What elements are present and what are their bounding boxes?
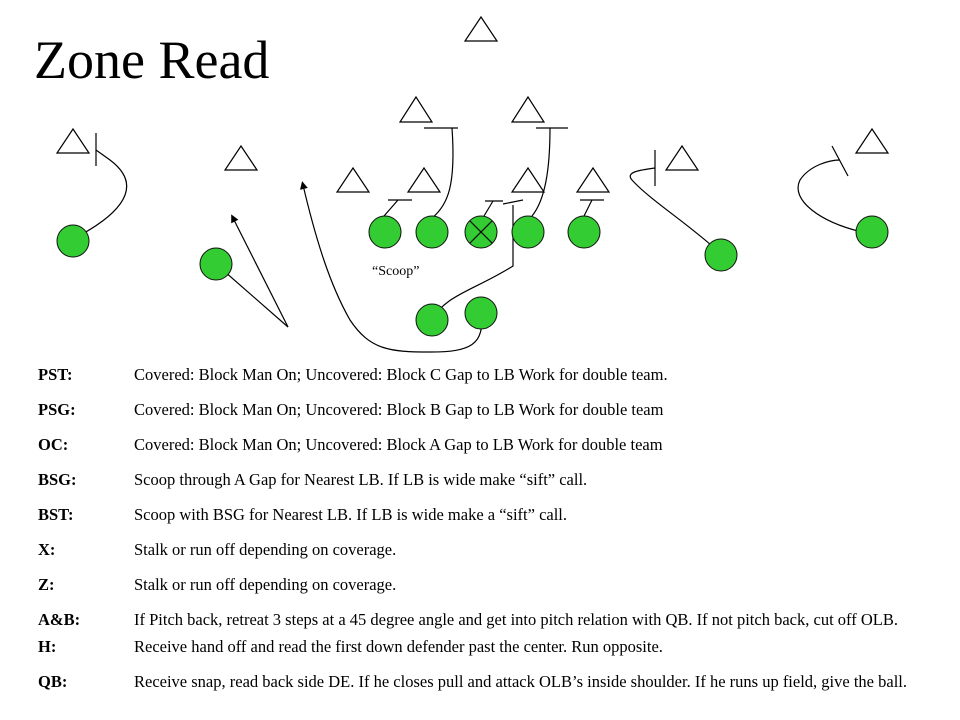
assignment-row: A&B: If Pitch back, retreat 3 steps at a… <box>38 611 938 629</box>
player-h-back <box>464 296 498 330</box>
position-label: BST: <box>38 505 74 524</box>
assignment-row: BST: Scoop with BSG for Nearest LB. If L… <box>38 506 938 524</box>
route-x-stalk <box>72 149 128 240</box>
player-z <box>855 215 889 249</box>
scoop-annotation: “Scoop” <box>372 264 420 279</box>
route-bst <box>383 199 399 217</box>
player-a-back <box>199 247 233 281</box>
assignment-row: BSG: Scoop through A Gap for Nearest LB.… <box>38 471 938 489</box>
player-qb <box>415 303 449 337</box>
route-a-back-2 <box>231 214 289 328</box>
defender-dt-left <box>406 166 442 193</box>
position-label: A&B: <box>38 610 81 629</box>
player-y <box>704 238 738 272</box>
assignment-row: X: Stalk or run off depending on coverag… <box>38 541 938 559</box>
page-title: Zone Read <box>34 30 270 90</box>
defender-corner-right <box>854 127 890 154</box>
assignment-row: PSG: Covered: Block Man On; Uncovered: B… <box>38 401 938 419</box>
route-h-back <box>300 181 483 353</box>
assignment-row: QB: Receive snap, read back side DE. If … <box>38 673 938 691</box>
assignment-row: Z: Stalk or run off depending on coverag… <box>38 576 938 594</box>
defender-de-right <box>575 166 611 193</box>
position-label: X: <box>38 540 56 559</box>
defender-olb-left <box>223 144 259 171</box>
defender-lb-right <box>510 95 546 123</box>
position-label: Z: <box>38 575 55 594</box>
assignment-text: Receive snap, read back side DE. If he c… <box>134 672 907 691</box>
route-psg <box>531 127 551 217</box>
position-label: H: <box>38 637 57 656</box>
block-mark-qb <box>502 199 524 205</box>
player-pst <box>567 215 601 249</box>
position-label: PSG: <box>38 400 76 419</box>
position-label: PST: <box>38 365 73 384</box>
player-center <box>464 215 498 249</box>
assignment-text: If Pitch back, retreat 3 steps at a 45 d… <box>134 610 898 629</box>
assignment-text: Covered: Block Man On; Uncovered: Block … <box>134 435 663 454</box>
route-oc <box>483 200 494 217</box>
defender-dt-right <box>510 166 546 193</box>
position-label: OC: <box>38 435 69 454</box>
route-pst <box>583 199 593 217</box>
assignment-row: PST: Covered: Block Man On; Uncovered: B… <box>38 366 938 384</box>
player-x <box>56 224 90 258</box>
assignment-row: OC: Covered: Block Man On; Uncovered: Bl… <box>38 436 938 454</box>
assignment-text: Stalk or run off depending on coverage. <box>134 575 397 594</box>
assignment-text: Scoop through A Gap for Nearest LB. If L… <box>134 470 588 489</box>
assignment-row: H: Receive hand off and read the first d… <box>38 638 938 656</box>
defender-corner-left <box>55 127 91 154</box>
play-diagram <box>55 15 890 353</box>
route-z-stalk <box>797 159 863 233</box>
defender-lb-left <box>398 95 434 123</box>
defender-olb-right <box>664 144 700 171</box>
position-label: QB: <box>38 672 68 691</box>
assignment-text: Scoop with BSG for Nearest LB. If LB is … <box>134 505 568 524</box>
position-label: BSG: <box>38 470 77 489</box>
player-bst <box>368 215 402 249</box>
player-bsg <box>415 215 449 249</box>
assignment-list: PST: Covered: Block Man On; Uncovered: B… <box>38 366 938 700</box>
assignment-text: Receive hand off and read the first down… <box>134 637 663 656</box>
defender-safety <box>463 15 499 42</box>
defender-de-left <box>335 166 371 193</box>
route-y <box>629 167 721 254</box>
assignment-text: Covered: Block Man On; Uncovered: Block … <box>134 365 668 384</box>
route-bsg <box>431 127 454 219</box>
block-mark-z <box>831 145 849 177</box>
assignment-text: Covered: Block Man On; Uncovered: Block … <box>134 400 664 419</box>
assignment-text: Stalk or run off depending on coverage. <box>134 540 397 559</box>
player-psg <box>511 215 545 249</box>
